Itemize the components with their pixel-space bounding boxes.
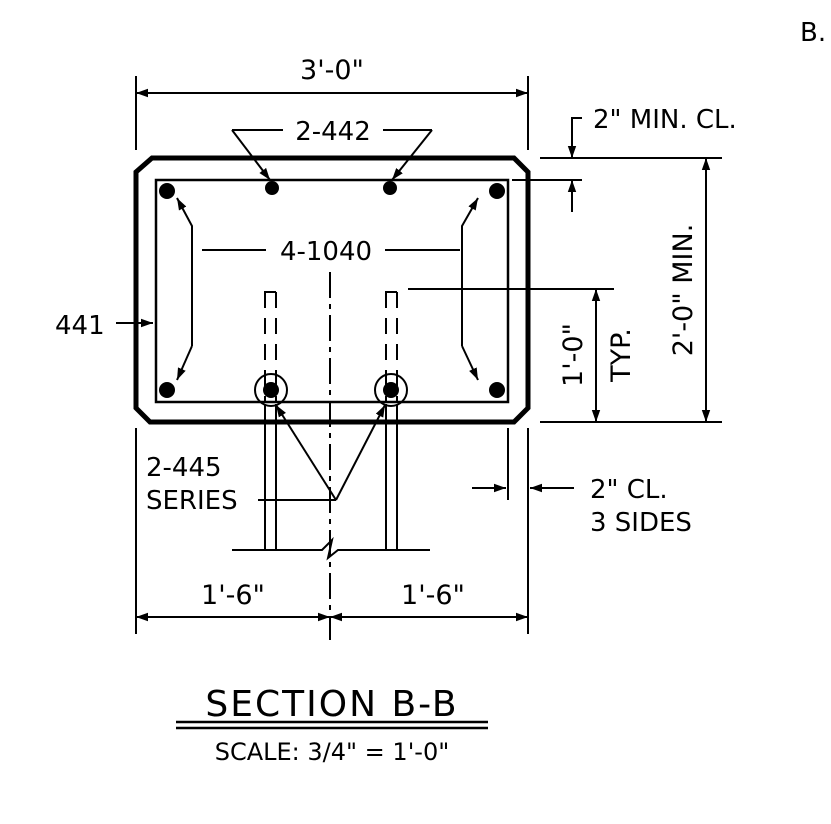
scale-note: SCALE: 3/4" = 1'-0" [215,738,450,766]
concrete-outline [133,155,531,425]
scale-suffix: " = 1'-0" [346,738,449,766]
label-center-bars: 4-1040 [280,237,372,267]
label-top-width: 3'-0" [300,55,364,86]
series-bar-right [383,382,399,398]
top-bar-left [265,181,279,195]
series-bar-ring-right [374,373,408,407]
label-series-bars-2: SERIES [146,486,238,516]
label-corner-ref: B. [800,18,826,48]
label-left-half: 1'-6" [201,580,265,611]
label-stirrup: 441 [55,311,105,341]
scale-prefix: SCALE: [215,738,300,766]
top-bar-right [383,181,397,195]
label-min-clear: 2" MIN. CL. [593,105,737,135]
label-side-clear-2: 3 SIDES [590,508,692,538]
section-title: SECTION B-B [205,684,458,725]
corner-bar-bottom-left [159,382,175,398]
label-typ-dim: 1'-0" [558,323,589,387]
label-typ: TYP. [606,328,637,383]
corner-bar-top-left [159,183,175,199]
label-top-bars: 2-442 [295,117,371,147]
corner-bar-top-right [489,183,505,199]
label-height: 2'-0" MIN. [668,224,699,357]
label-right-half: 1'-6" [401,580,465,611]
scale-fraction: 3/4 [307,738,346,766]
series-bar-left [263,382,279,398]
label-series-bars-1: 2-445 [146,453,222,483]
stirrup-outline [154,178,510,404]
series-bar-ring-left [254,373,288,407]
label-side-clear-1: 2" CL. [590,475,668,505]
corner-bar-bottom-right [489,382,505,398]
